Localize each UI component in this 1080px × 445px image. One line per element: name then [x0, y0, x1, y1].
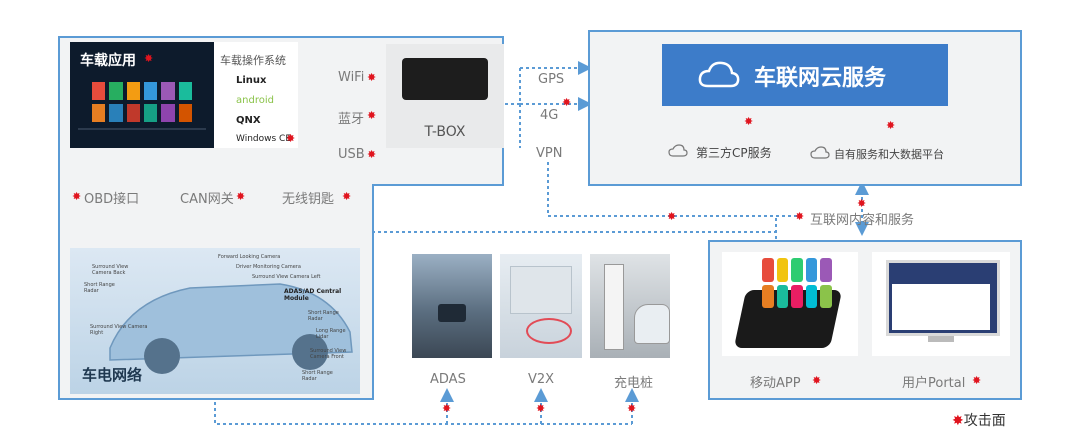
- third-party-cp: 第三方CP服务: [696, 146, 772, 160]
- buildings: [510, 266, 572, 314]
- net-4g: 4G: [540, 108, 559, 123]
- os-title: 车载操作系统: [220, 54, 286, 67]
- tbox-label: T-BOX: [424, 124, 466, 140]
- attack-mark: ✸: [342, 190, 352, 203]
- callout-5: Driver Monitoring Camera: [236, 264, 301, 270]
- dash-knobs: [78, 128, 206, 144]
- can-gateway: CAN网关: [180, 192, 234, 207]
- car-illustration: [109, 283, 353, 374]
- callout-11: Short Range Radar: [302, 370, 333, 382]
- mobile-app-image: [722, 252, 858, 356]
- internet-content: 互联网内容和服务: [810, 213, 915, 228]
- mobile-app-label: 移动APP: [750, 376, 801, 391]
- legend-label: 攻击面: [963, 413, 1006, 429]
- attack-mark: ✸: [627, 402, 637, 415]
- adas-label: ADAS: [430, 372, 466, 387]
- os-qnx: QNX: [236, 115, 261, 126]
- monitor-stand: [928, 336, 954, 342]
- os-android: android: [236, 95, 274, 106]
- attack-mark: ✸: [144, 52, 154, 65]
- callout-4: Forward Looking Camera: [218, 254, 281, 260]
- link-usb: USB: [338, 147, 365, 162]
- callout-3: Surround View Camera Right: [90, 324, 148, 336]
- link-wifi: WiFi: [338, 70, 365, 85]
- attack-mark: ✸: [286, 132, 296, 145]
- wireless-key: 无线钥匙: [282, 192, 335, 207]
- net-vpn: VPN: [536, 146, 563, 161]
- signal-rings: [526, 318, 572, 344]
- callout-7: ADAS/AD Central Module: [284, 288, 342, 302]
- attack-mark: ✸: [812, 374, 822, 387]
- cloud-outline-icon: [668, 144, 688, 157]
- legend: ✸攻击面: [952, 410, 1006, 430]
- tbox-box: T-BOX: [386, 44, 504, 148]
- attack-mark: ✸: [367, 148, 377, 161]
- os-windows: Windows CE: [236, 134, 292, 144]
- cloud-outline-icon: [810, 146, 830, 159]
- vehicle-panel-edge: [372, 184, 504, 186]
- attack-mark: ✸: [236, 190, 246, 203]
- monitor-screen: [892, 284, 990, 330]
- ev-car: [634, 304, 670, 344]
- legend-mark: ✸: [952, 413, 964, 429]
- own-bigdata-platform: 自有服务和大数据平台: [834, 148, 944, 161]
- cloud-icon: [698, 61, 740, 88]
- charger: [604, 264, 624, 350]
- attack-mark: ✸: [744, 115, 754, 128]
- charging-pile-label: 充电桩: [614, 376, 654, 391]
- tbox-device: [402, 58, 488, 100]
- attack-mark: ✸: [795, 210, 805, 223]
- attack-mark: ✸: [367, 71, 377, 84]
- adas-image: [412, 254, 492, 358]
- app-icon-grid: [92, 82, 192, 122]
- callout-10: Surround View Camera Front: [310, 348, 347, 360]
- os-linux: Linux: [236, 75, 267, 86]
- attack-mark: ✸: [536, 402, 546, 415]
- obd-port: OBD接口: [84, 192, 140, 207]
- callout-1: Surround View Camera Back: [92, 264, 129, 276]
- infotainment-image: 车载应用: [70, 42, 214, 148]
- portal-image: [872, 252, 1010, 356]
- charging-image: [590, 254, 670, 358]
- user-portal-label: 用户Portal: [902, 376, 966, 391]
- attack-mark: ✸: [442, 402, 452, 415]
- attack-mark: ✸: [972, 374, 982, 387]
- callout-2: Short Range Radar: [84, 282, 115, 294]
- attack-mark: ✸: [886, 119, 896, 132]
- attack-mark: ✸: [857, 197, 867, 210]
- cloud-service-box: 车联网云服务: [662, 44, 948, 106]
- callout-6: Surround View Camera Left: [252, 274, 321, 280]
- callout-9: Long Range Lidar: [316, 328, 346, 340]
- net-gps: GPS: [538, 72, 565, 87]
- v2x-label: V2X: [528, 372, 555, 387]
- attack-mark: ✸: [72, 190, 82, 203]
- infotainment-title: 车载应用: [80, 53, 136, 69]
- attack-mark: ✸: [667, 210, 677, 223]
- os-box: 车载操作系统 Linux android QNX Windows CE ✸: [214, 42, 298, 148]
- callout-8: Short Range Radar: [308, 310, 339, 322]
- app-bubbles: [762, 258, 832, 308]
- vehicle-network-title: 车电网络: [82, 366, 143, 384]
- link-bluetooth: 蓝牙: [338, 112, 365, 127]
- road-car: [438, 304, 466, 322]
- attack-mark: ✸: [367, 109, 377, 122]
- vehicle-network-image: Surround View Camera Back Short Range Ra…: [70, 248, 360, 394]
- v2x-image: [500, 254, 582, 358]
- attack-mark: ✸: [562, 96, 572, 109]
- cloud-service-title: 车联网云服务: [754, 66, 887, 91]
